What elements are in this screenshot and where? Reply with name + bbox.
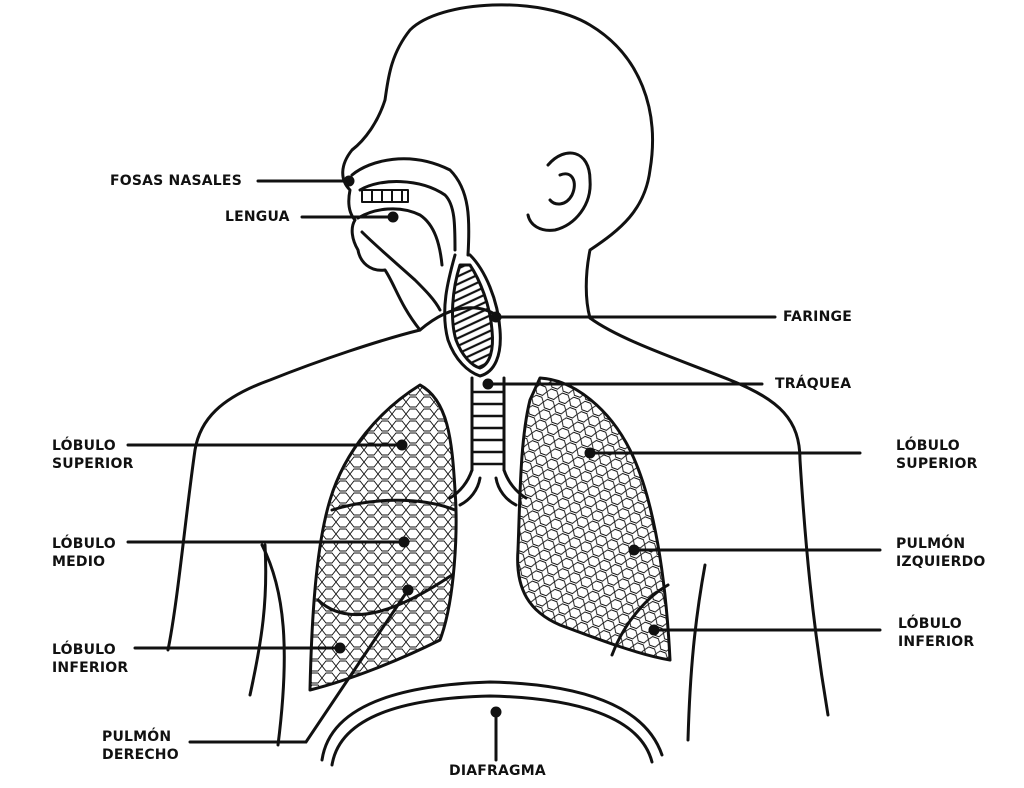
label-line-2: IZQUIERDO [896, 554, 986, 570]
label-pulmon-izquierdo: PULMÓN IZQUIERDO [896, 535, 986, 571]
label-line-2: INFERIOR [898, 634, 975, 650]
right-lung-fissure-1 [330, 498, 457, 512]
palate [358, 180, 457, 252]
left-lung [516, 376, 672, 662]
left-inner-arm [260, 543, 286, 747]
label-line-2: SUPERIOR [896, 456, 978, 472]
left-lung-fissure [610, 583, 670, 657]
label-lobulo-inferior-right: LÓBULO INFERIOR [898, 615, 974, 651]
label-line-1: PULMÓN [102, 729, 172, 745]
label-lobulo-inferior-left: LÓBULO INFERIOR [52, 641, 128, 677]
nasal-cavity [350, 157, 471, 257]
label-line-2: DERECHO [102, 747, 179, 763]
tongue-shape [356, 207, 444, 267]
mouth-floor [360, 230, 442, 312]
label-lobulo-medio: LÓBULO MEDIO [52, 535, 116, 571]
pharynx-outer [443, 253, 502, 378]
head-outline [341, 3, 654, 332]
label-line-1: LÓBULO [52, 536, 116, 552]
label-lobulo-superior-right: LÓBULO SUPERIOR [896, 437, 978, 473]
label-faringe: FARINGE [783, 309, 852, 325]
right-lung-fissure-2 [316, 573, 454, 617]
teeth [361, 189, 409, 203]
bronchi [448, 468, 528, 507]
shoulders-outline [166, 316, 830, 717]
label-pulmon-derecho: PULMÓN DERECHO [102, 728, 179, 764]
leader-pulmon-derecho [188, 588, 410, 744]
right-lung [308, 383, 458, 692]
label-line-1: LÓBULO [896, 438, 960, 454]
label-traquea: TRÁQUEA [775, 376, 852, 392]
diaphragm-outer [320, 680, 664, 762]
diaphragm-inner [330, 694, 654, 767]
label-line-2: SUPERIOR [52, 456, 134, 472]
label-line-1: LÓBULO [898, 616, 962, 632]
label-diafragma: DIAFRAGMA [449, 763, 546, 779]
label-line-1: PULMÓN [896, 536, 966, 552]
ear [526, 151, 592, 232]
ear-inner [548, 172, 576, 206]
left-arm-outline [248, 543, 268, 697]
label-line-1: LÓBULO [52, 642, 116, 658]
label-line-1: LÓBULO [52, 438, 116, 454]
label-line-2: INFERIOR [52, 660, 129, 676]
label-lobulo-superior-left: LÓBULO SUPERIOR [52, 437, 134, 473]
label-line-2: MEDIO [52, 554, 106, 570]
trachea-tube [470, 376, 506, 472]
label-lengua: LENGUA [225, 209, 290, 225]
pharynx-fill [451, 263, 494, 370]
right-inner-arm [686, 563, 707, 742]
label-fosas-nasales: FOSAS NASALES [110, 173, 242, 189]
